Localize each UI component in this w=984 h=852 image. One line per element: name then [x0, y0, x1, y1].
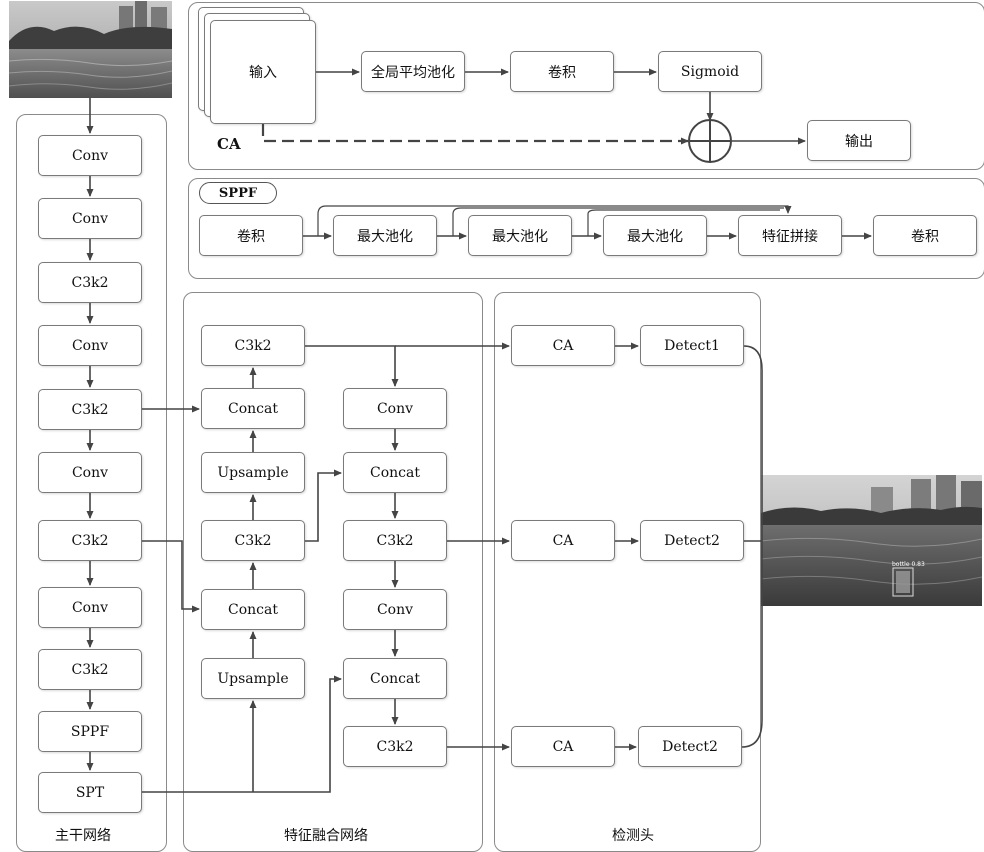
backbone-label: 主干网络 [55, 828, 111, 844]
input-image [9, 1, 172, 98]
fusion-label: 特征融合网络 [284, 828, 368, 844]
sppf-conv-out-box: 卷积 [873, 215, 977, 256]
head-detect-1: Detect1 [640, 325, 744, 366]
ca-input-box: 输入 [210, 20, 316, 124]
head-ca-1: CA [511, 325, 615, 366]
detection-label: bottle 0.83 [892, 561, 925, 568]
sppf-module-panel [188, 178, 984, 279]
head-ca-3: CA [511, 726, 615, 767]
ca-title: CA [217, 135, 241, 153]
ca-sigmoid-box: Sigmoid [658, 51, 762, 92]
fusion-conv-1: Conv [343, 388, 447, 429]
ca-output-box: 输出 [807, 120, 911, 161]
sppf-title: SPPF [199, 182, 277, 204]
fusion-c3k2-mid: C3k2 [201, 520, 305, 561]
fusion-concat-4: Concat [343, 658, 447, 699]
fusion-upsample-2: Upsample [201, 658, 305, 699]
sppf-conv-box: 卷积 [199, 215, 303, 256]
ca-conv-box: 卷积 [510, 51, 614, 92]
backbone-conv-1: Conv [38, 135, 142, 176]
backbone-c3k2-2: C3k2 [38, 389, 142, 430]
ca-global-avg-pool-box: 全局平均池化 [361, 51, 465, 92]
backbone-c3k2-3: C3k2 [38, 520, 142, 561]
backbone-conv-2: Conv [38, 198, 142, 239]
backbone-c3k2-4: C3k2 [38, 649, 142, 690]
fusion-concat-3: Concat [343, 452, 447, 493]
sppf-maxpool-box-3: 最大池化 [603, 215, 707, 256]
fusion-c3k2-top: C3k2 [201, 325, 305, 366]
fusion-concat-2: Concat [201, 589, 305, 630]
head-ca-2: CA [511, 520, 615, 561]
fusion-c3k2-3: C3k2 [343, 726, 447, 767]
result-image: bottle 0.83 [761, 475, 982, 606]
fusion-concat-1: Concat [201, 388, 305, 429]
sppf-maxpool-box-2: 最大池化 [468, 215, 572, 256]
backbone-sppf: SPPF [38, 711, 142, 752]
fusion-c3k2-2: C3k2 [343, 520, 447, 561]
sppf-concat-box: 特征拼接 [738, 215, 842, 256]
sppf-maxpool-box-1: 最大池化 [333, 215, 437, 256]
backbone-conv-4: Conv [38, 452, 142, 493]
fusion-conv-2: Conv [343, 589, 447, 630]
backbone-spt: SPT [38, 772, 142, 813]
backbone-conv-5: Conv [38, 587, 142, 628]
backbone-conv-3: Conv [38, 325, 142, 366]
head-label: 检测头 [612, 828, 654, 844]
fusion-upsample-1: Upsample [201, 452, 305, 493]
head-detect-2: Detect2 [640, 520, 744, 561]
head-detect-3: Detect2 [638, 726, 742, 767]
backbone-c3k2-1: C3k2 [38, 262, 142, 303]
